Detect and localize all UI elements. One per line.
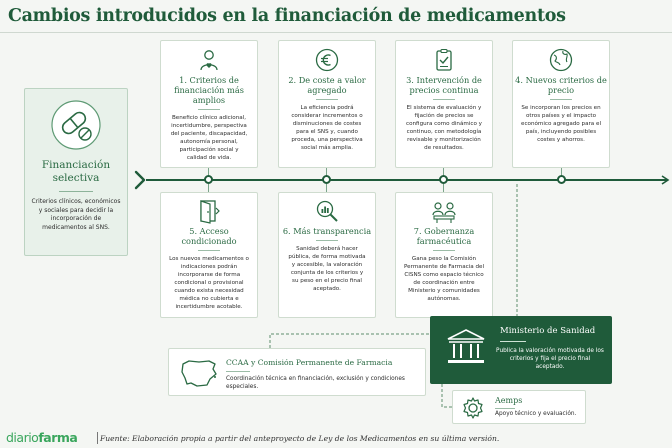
footer-separator <box>97 432 98 444</box>
card-mas-transparencia: 6. Más transparencia Sanidad deberá hace… <box>278 192 376 318</box>
card-6-body: Sanidad deberá hacer pública, de forma m… <box>288 246 366 292</box>
ministerio-sanidad-box: Ministerio de Sanidad Publica la valorac… <box>430 316 612 384</box>
connector-3 <box>443 168 444 178</box>
logo-light: diario <box>6 430 39 445</box>
timeline-dot-3 <box>439 175 448 184</box>
door-icon <box>200 200 220 224</box>
card-6-title: 6. Más transparencia <box>282 226 372 236</box>
financiacion-divider <box>59 191 93 192</box>
chevron-right-icon <box>134 170 146 190</box>
title-divider <box>0 32 672 33</box>
government-building-icon <box>447 329 485 363</box>
ministerio-divider <box>500 341 526 342</box>
card-coste-valor: 2. De coste a valor agregado La eficienc… <box>278 40 376 168</box>
card-3-body: El sistema de evaluación y fijación de p… <box>406 105 482 151</box>
card-7-divider <box>433 250 455 251</box>
card-criterios-financiacion: 1. Criterios de financiación más amplios… <box>160 40 258 168</box>
diariofarma-logo: diariofarma <box>6 430 78 445</box>
gear-icon <box>463 397 483 419</box>
ccaa-title: CCAA y Comisión Permanente de Farmacia <box>226 358 393 367</box>
aemps-title: Aemps <box>495 396 523 405</box>
globe-icon <box>549 48 573 72</box>
footer <box>0 430 672 448</box>
ccaa-divider <box>226 371 250 372</box>
euro-coin-icon <box>315 48 339 72</box>
connector-4 <box>561 168 562 178</box>
connector-5 <box>208 184 209 192</box>
card-1-divider <box>198 109 220 110</box>
card-3-title: 3. Intervención de precios continua <box>406 75 482 95</box>
card-5-divider <box>198 250 220 251</box>
magnifier-chart-icon <box>316 200 338 222</box>
aemps-body: Apoyo técnico y evaluación. <box>495 411 577 417</box>
aemps-divider <box>495 408 515 409</box>
connector-7 <box>443 184 444 192</box>
card-5-title: 5. Acceso condicionado <box>181 226 237 246</box>
connector-6 <box>326 184 327 192</box>
card-6-divider <box>316 240 338 241</box>
clipboard-check-icon <box>436 48 452 71</box>
source-note: Fuente: Elaboración propia a partir del … <box>100 434 500 443</box>
timeline-dot-4 <box>557 175 566 184</box>
card-5-body: Los nuevos medicamentos o indicaciones p… <box>169 256 249 310</box>
card-intervencion-precios: 3. Intervención de precios continua El s… <box>395 40 493 168</box>
timeline-line <box>146 179 668 181</box>
ministerio-body: Publica la valoración motivada de los cr… <box>496 348 604 370</box>
page-title: Cambios introducidos en la financiación … <box>8 6 566 26</box>
financiacion-selectiva-card: Financiación selectiva Criterios clínico… <box>24 88 128 256</box>
card-4-title: 4. Nuevos criterios de precio <box>515 75 607 95</box>
card-2-divider <box>316 99 338 100</box>
financiacion-title-2: selectiva <box>52 172 100 184</box>
connector-2 <box>326 168 327 178</box>
ministerio-title: Ministerio de Sanidad <box>500 326 596 336</box>
ccaa-body: Coordinación técnica en financiación, ex… <box>226 376 405 390</box>
pill-icon <box>51 100 101 150</box>
card-nuevos-criterios-precio: 4. Nuevos criterios de precio Se incorpo… <box>512 40 610 168</box>
card-1-body: Beneficio clínico adicional, incertidumb… <box>170 115 248 161</box>
card-4-divider <box>550 99 572 100</box>
ccaa-comision-box: CCAA y Comisión Permanente de Farmacia C… <box>168 348 426 396</box>
timeline-dot-1 <box>204 175 213 184</box>
card-2-title: 2. De coste a valor agregado <box>288 75 366 95</box>
financiacion-title-1: Financiación <box>41 159 111 171</box>
person-heart-icon <box>200 50 218 71</box>
card-1-title: 1. Criterios de financiación más amplios <box>174 75 244 105</box>
card-2-body: La eficiencia podrá considerar increment… <box>291 105 363 151</box>
card-7-body: Gana peso la Comisión Permanente de Farm… <box>404 256 484 302</box>
card-gobernanza-farmaceutica: 7. Gobernanza farmacéutica Gana peso la … <box>395 192 493 318</box>
timeline-dot-2 <box>322 175 331 184</box>
spain-map-icon <box>181 360 217 387</box>
timeline-arrow-icon <box>661 175 670 185</box>
card-4-body: Se incorporan los precios en otros paíse… <box>521 105 601 143</box>
logo-bold: farma <box>38 430 78 445</box>
financiacion-body: Criterios clínicos, económicos y sociale… <box>31 198 121 231</box>
card-7-title: 7. Gobernanza farmacéutica <box>413 226 475 246</box>
aemps-box: Aemps Apoyo técnico y evaluación. <box>452 390 586 424</box>
card-acceso-condicionado: 5. Acceso condicionado Los nuevos medica… <box>160 192 258 318</box>
meeting-people-icon <box>432 202 456 223</box>
card-3-divider <box>433 99 455 100</box>
connector-1 <box>208 168 209 178</box>
